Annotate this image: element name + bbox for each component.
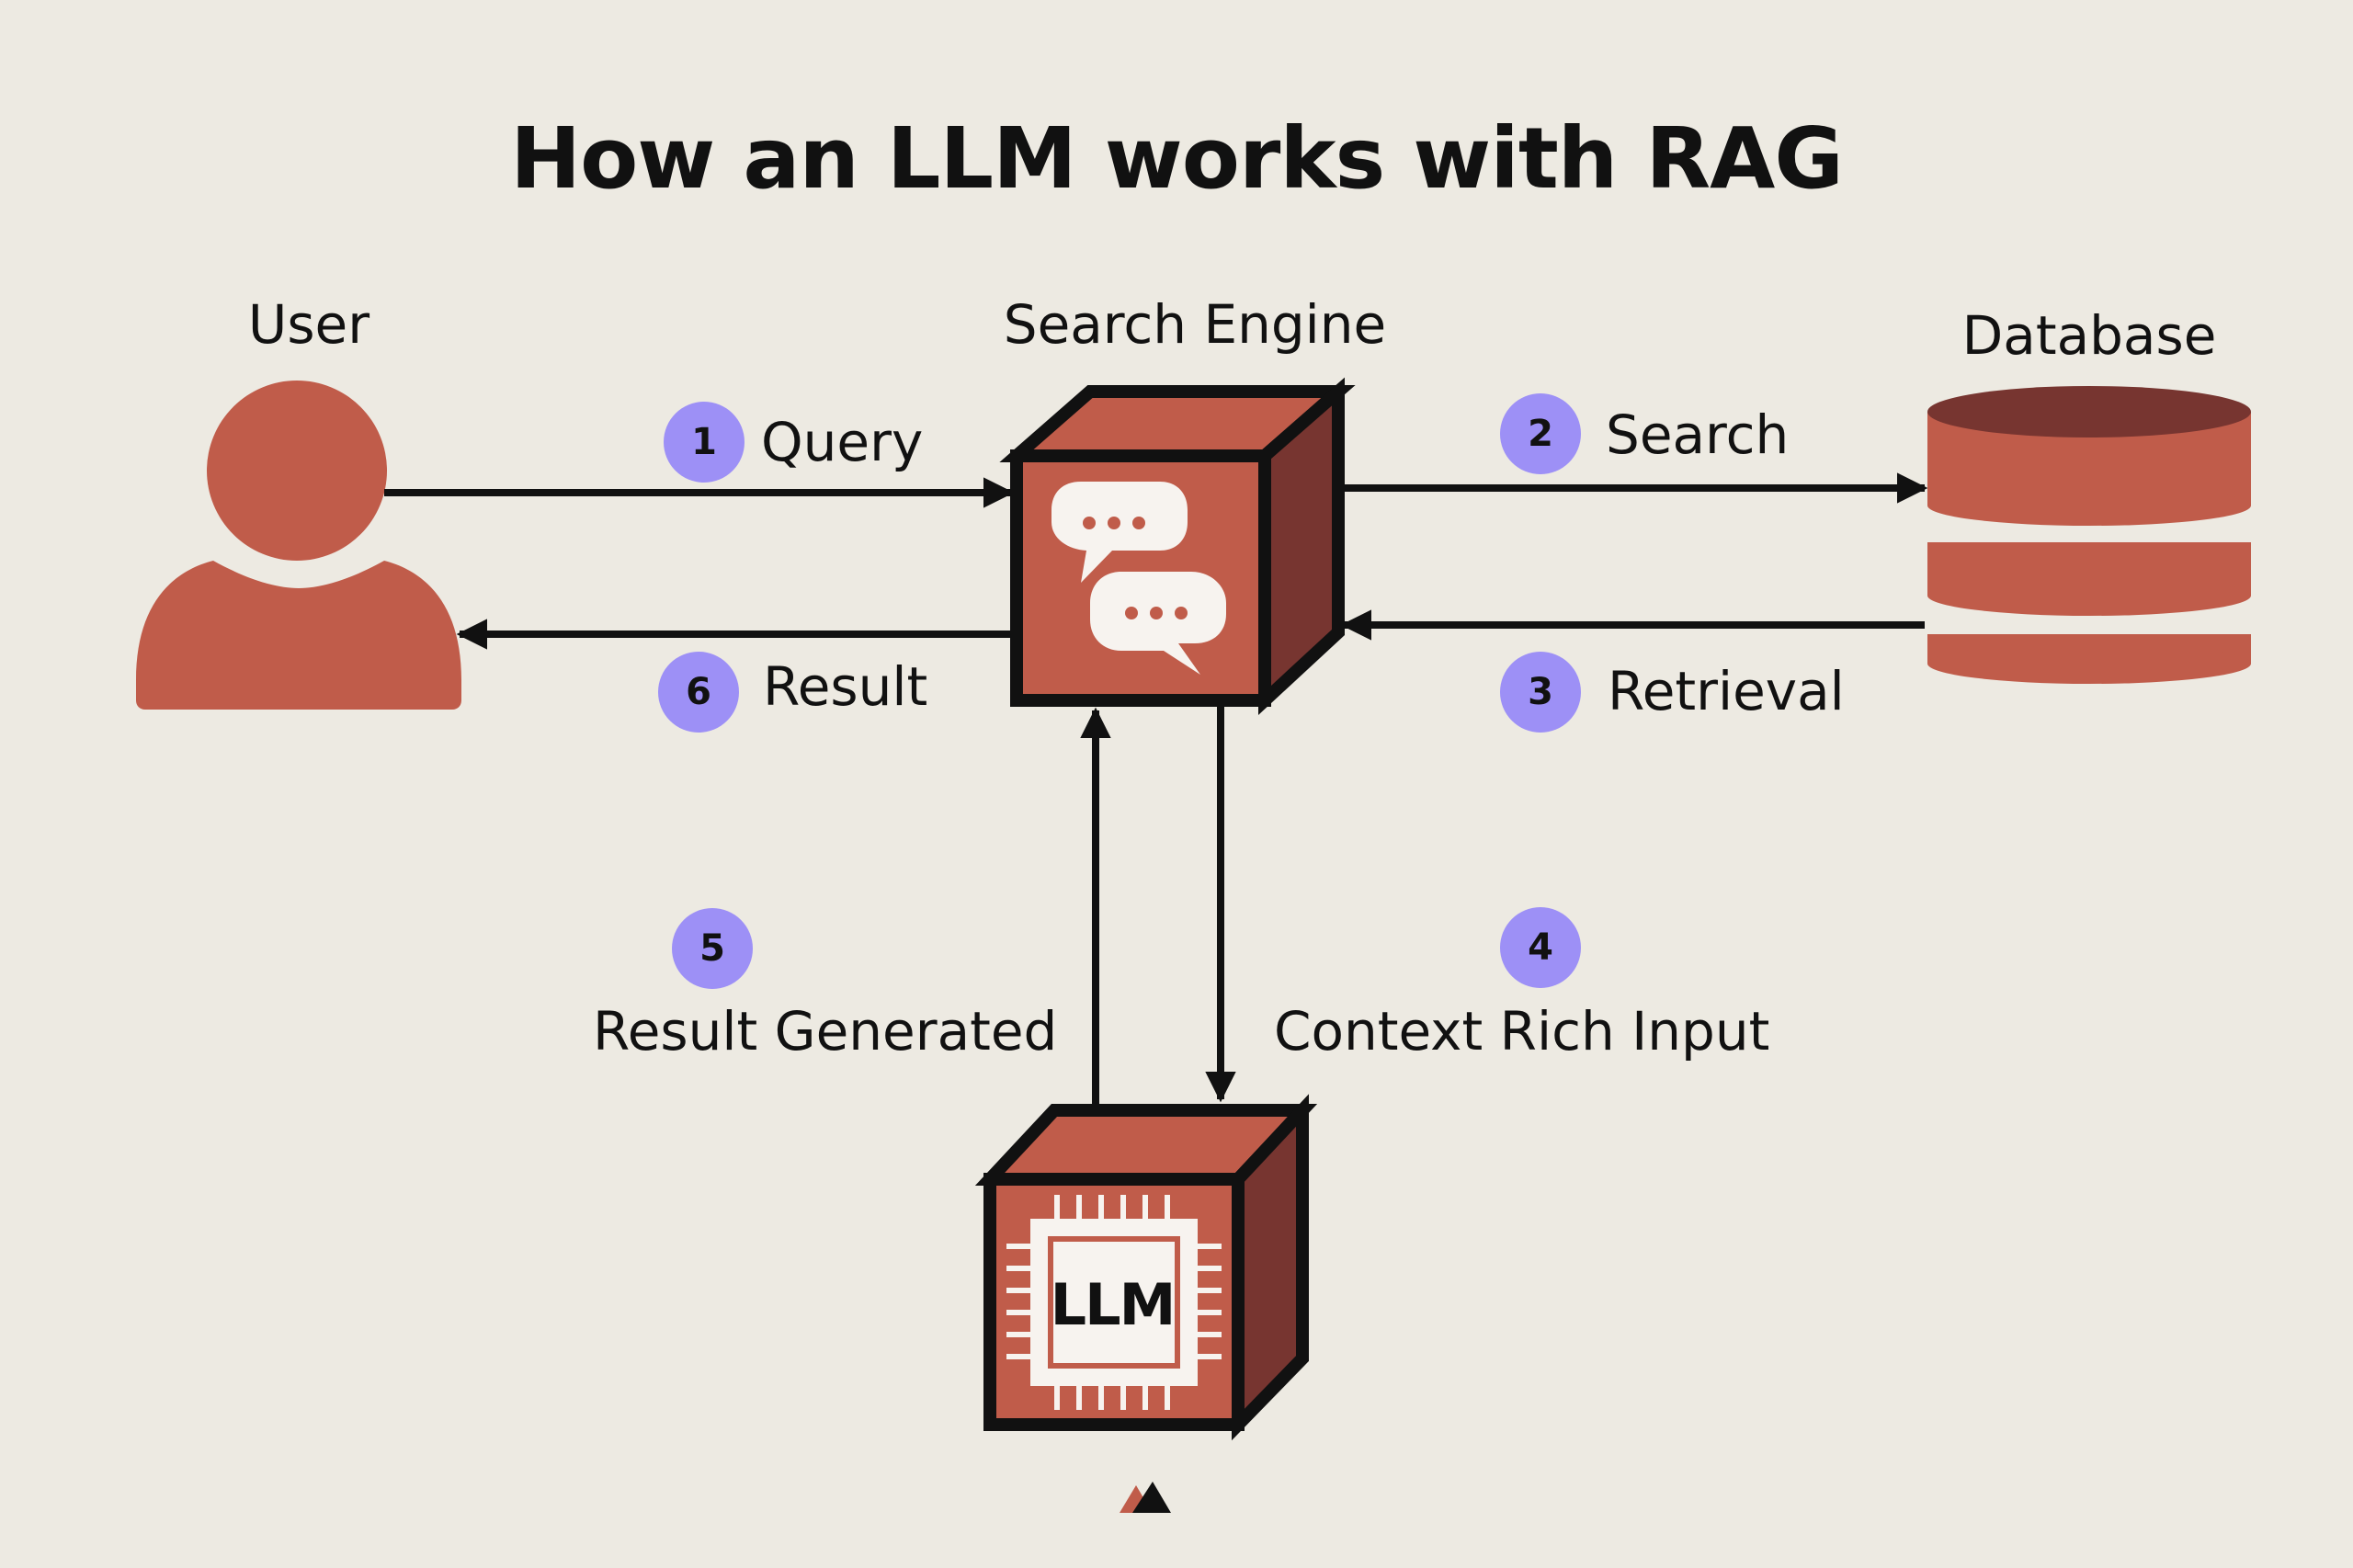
chip-pin: [1098, 1386, 1104, 1410]
chip-pin: [1006, 1266, 1030, 1271]
chip-pin: [1198, 1288, 1222, 1293]
step-badge-4: 4: [1500, 907, 1581, 988]
chip-pin: [1120, 1195, 1126, 1219]
step-label-retrieval: Retrieval: [1608, 660, 1845, 722]
step-label-query: Query: [761, 411, 924, 473]
chip-pin: [1198, 1244, 1222, 1249]
step-label-result: Result: [763, 655, 928, 718]
chip-pin: [1076, 1195, 1082, 1219]
chip-pin: [1165, 1386, 1170, 1410]
chip-pin: [1198, 1354, 1222, 1359]
chip-pin: [1198, 1266, 1222, 1271]
chip-pin: [1006, 1332, 1030, 1337]
step-badge-2: 2: [1500, 393, 1581, 474]
step-label-context-rich-input: Context Rich Input: [1274, 1000, 1770, 1062]
page-title: How an LLM works with RAG: [510, 109, 1844, 208]
brand-logo-icon: [1120, 1482, 1171, 1513]
chip-icon: [1006, 1195, 1222, 1410]
chip-pin: [1142, 1195, 1148, 1219]
user-icon: [136, 381, 461, 710]
database-icon: [1927, 386, 2251, 684]
node-label-user: User: [247, 293, 370, 356]
llm-chip-label: LLM: [1050, 1271, 1176, 1338]
chip-pin: [1054, 1195, 1060, 1219]
node-label-search-engine: Search Engine: [1003, 293, 1387, 356]
step-label-result-generated: Result Generated: [593, 1000, 1058, 1062]
chip-pin: [1006, 1310, 1030, 1315]
chip-pin: [1006, 1354, 1030, 1359]
chip-pin: [1198, 1332, 1222, 1337]
step-badge-3: 3: [1500, 652, 1581, 733]
chip-pin: [1120, 1386, 1126, 1410]
chip-pin: [1198, 1310, 1222, 1315]
chip-pin: [1006, 1288, 1030, 1293]
chip-pin: [1076, 1386, 1082, 1410]
step-badge-6: 6: [658, 652, 739, 733]
chip-pin: [1165, 1195, 1170, 1219]
step-badge-5: 5: [672, 908, 753, 989]
chip-pin: [1142, 1386, 1148, 1410]
chat-bubbles-icon: [1051, 482, 1226, 675]
chip-pin: [1006, 1244, 1030, 1249]
chip-pin: [1054, 1386, 1060, 1410]
chip-pin: [1098, 1195, 1104, 1219]
step-badge-1: 1: [664, 402, 745, 483]
step-label-search: Search: [1606, 403, 1790, 466]
node-label-database: Database: [1961, 304, 2217, 367]
